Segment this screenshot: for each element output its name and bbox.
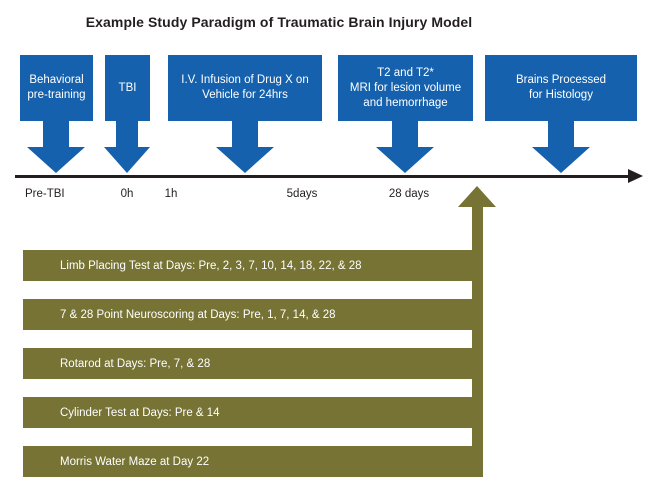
test-bar-rotarod: Rotarod at Days: Pre, 7, & 28 — [23, 348, 473, 379]
down-arrow-icon — [104, 120, 150, 173]
timeline-axis-arrowhead-icon — [628, 169, 643, 183]
down-arrow-icon — [27, 120, 85, 173]
event-box-label-line: for Histology — [529, 89, 593, 101]
test-bar-limb-placing: Limb Placing Test at Days: Pre, 2, 3, 7,… — [23, 250, 473, 281]
timeline-axis — [15, 175, 628, 178]
event-box-label-line: Vehicle for 24hrs — [202, 89, 288, 101]
event-box-label-line: Brains Processed — [515, 74, 607, 86]
tick-pre-tbi: Pre-TBI — [25, 188, 65, 200]
diagram-title: Example Study Paradigm of Traumatic Brai… — [85, 14, 473, 30]
up-arrow-stem — [472, 206, 483, 477]
test-bar-cylinder: Cylinder Test at Days: Pre & 14 — [23, 397, 473, 428]
tick-28days: 28 days — [388, 188, 430, 200]
tick-5days: 5days — [286, 188, 318, 200]
event-box-label-line: Behavioral — [29, 74, 84, 86]
event-box-mri: T2 and T2* MRI for lesion volume and hem… — [338, 55, 473, 121]
down-arrow-icon — [216, 120, 274, 173]
event-box-label-line: T2 and T2* — [377, 66, 434, 79]
test-bar-label: 7 & 28 Point Neuroscoring at Days: Pre, … — [60, 308, 336, 321]
up-arrow-icon — [458, 186, 496, 207]
test-bar-morris-water-maze: Morris Water Maze at Day 22 — [23, 446, 481, 477]
event-box-iv-infusion: I.V. Infusion of Drug X on Vehicle for 2… — [168, 55, 322, 121]
event-box-label-line: pre-training — [27, 89, 86, 101]
down-arrow-icon — [532, 120, 590, 173]
event-box-label-line: I.V. Infusion of Drug X on — [181, 74, 309, 86]
event-box-label-line: and hemorrhage — [363, 96, 448, 109]
tick-1h: 1h — [164, 188, 178, 200]
tick-0h: 0h — [120, 188, 134, 200]
event-box-tbi: TBI — [105, 55, 150, 121]
test-bar-neuroscoring: 7 & 28 Point Neuroscoring at Days: Pre, … — [23, 299, 473, 330]
down-arrow-icon — [376, 120, 434, 173]
event-box-label-line: TBI — [118, 81, 137, 94]
event-box-label-line: MRI for lesion volume — [349, 81, 462, 94]
test-bar-label: Rotarod at Days: Pre, 7, & 28 — [60, 357, 211, 370]
test-bar-label: Morris Water Maze at Day 22 — [60, 455, 210, 468]
test-bar-label: Limb Placing Test at Days: Pre, 2, 3, 7,… — [60, 259, 362, 272]
test-bar-label: Cylinder Test at Days: Pre & 14 — [60, 406, 220, 419]
event-box-behavioral-pretraining: Behavioral pre-training — [20, 55, 93, 121]
event-box-histology: Brains Processed for Histology — [485, 55, 637, 121]
